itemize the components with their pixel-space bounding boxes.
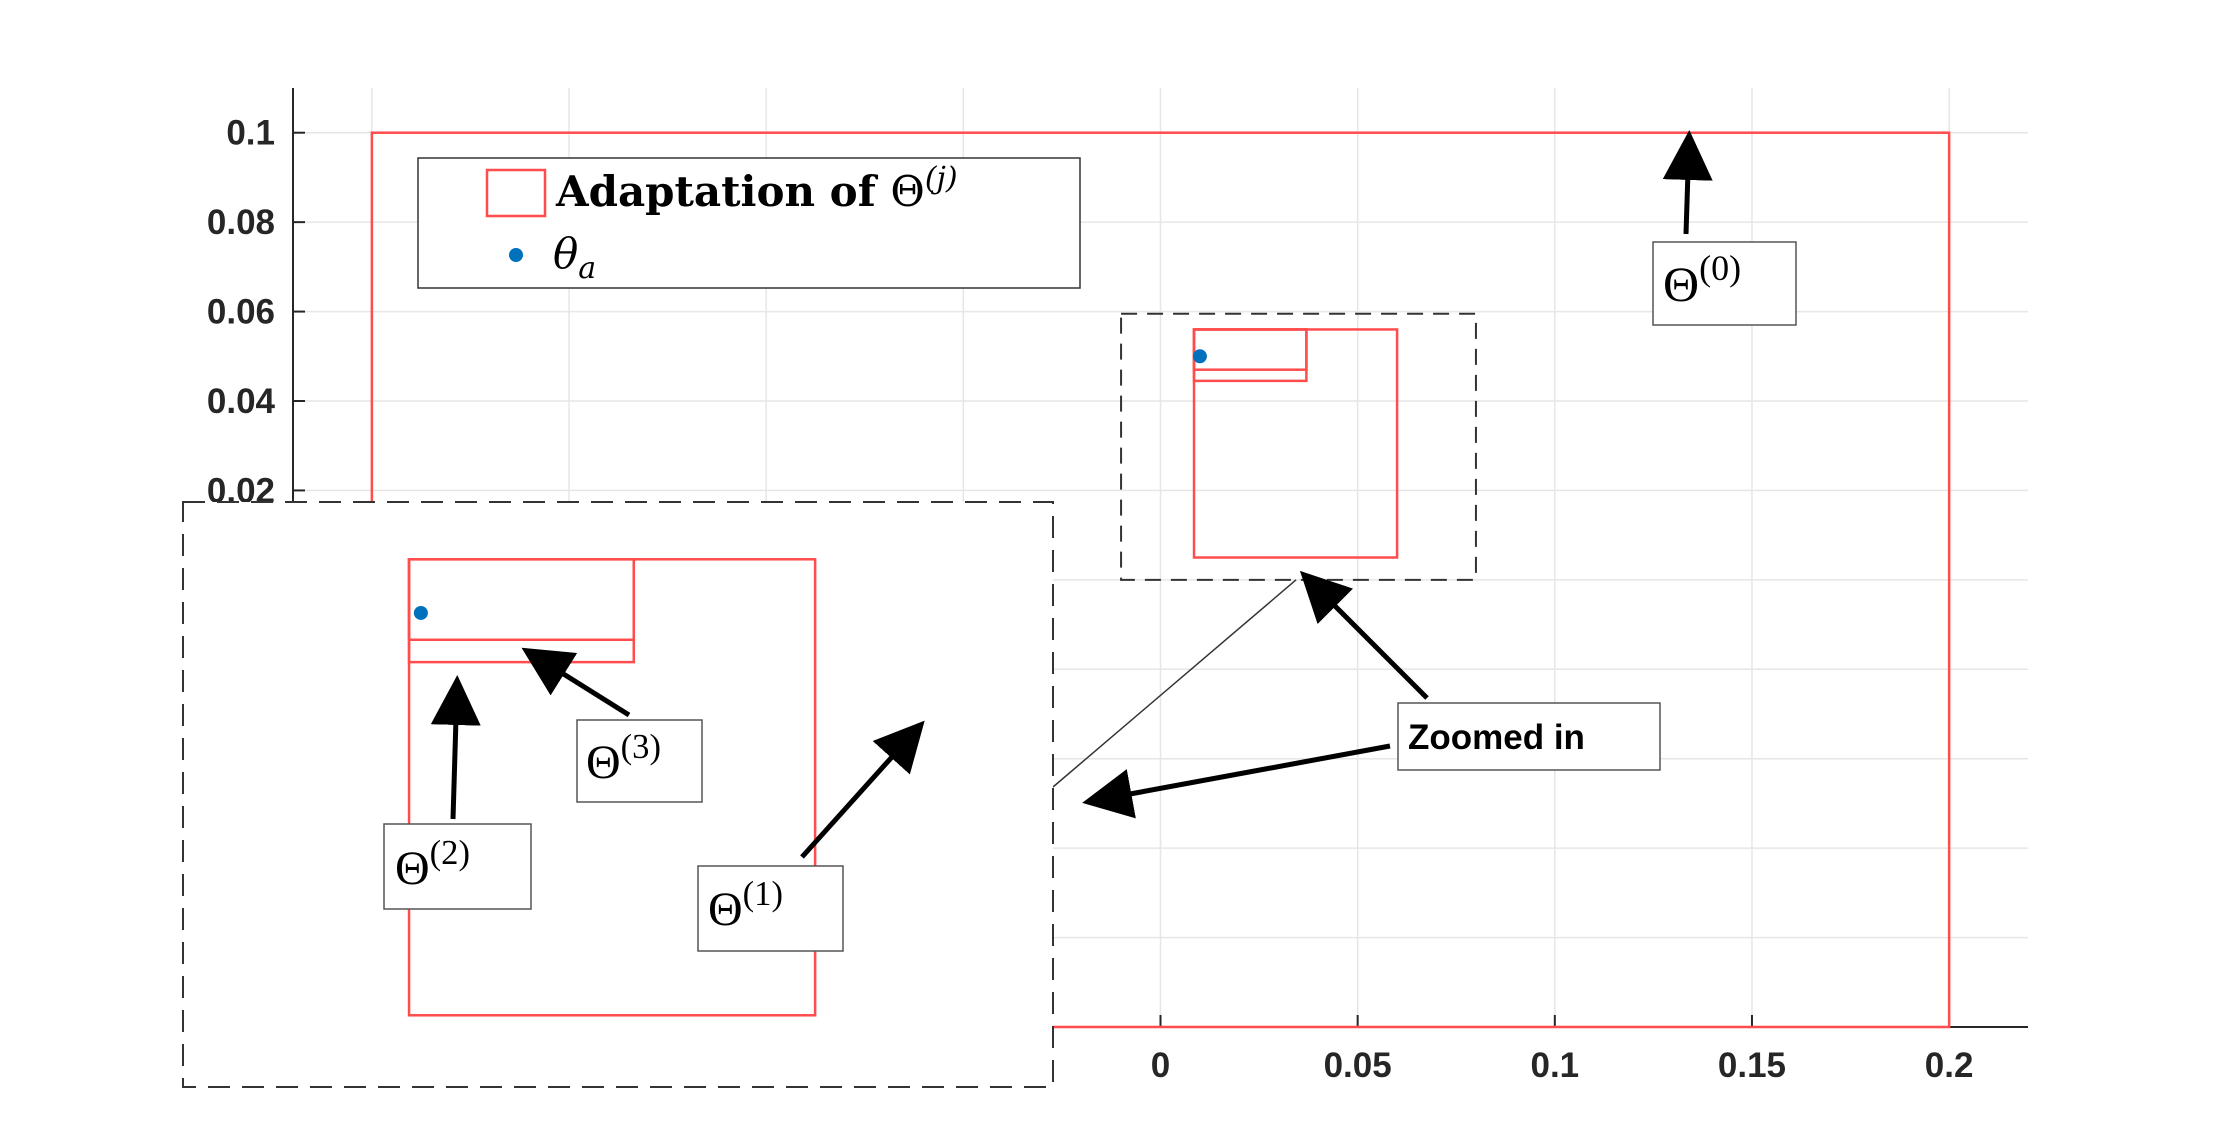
zoom-region-box — [1120, 312, 1477, 581]
theta-a-point — [1192, 349, 1207, 364]
annot-theta0-superscript: (0) — [1699, 248, 1741, 288]
annot-theta1-symbol: Θ — [708, 883, 743, 936]
annot-theta3-superscript: (3) — [621, 728, 661, 766]
inset-adaptation-rect-3 — [407, 558, 636, 642]
x-tick-label: 0.05 — [1324, 1046, 1392, 1085]
annot-theta3: Θ(3) — [586, 728, 661, 789]
annot-theta2: Θ(2) — [395, 834, 470, 895]
annot-box-theta3 — [576, 719, 703, 803]
inset-theta-a-point — [413, 605, 428, 620]
annot-box-zoomed-in — [1397, 702, 1661, 771]
legend-rect-swatch — [485, 168, 547, 218]
legend-adaptation-text: Adaptation of — [555, 167, 890, 216]
adaptation-rect-2 — [1192, 328, 1308, 383]
annot-box-theta1 — [697, 865, 844, 952]
legend-theta-symbol: θ — [553, 229, 578, 278]
legend-adaptation-symbol: Θ — [890, 167, 924, 216]
inset-border — [182, 501, 1054, 1088]
annot-zoomed-in-label: Zoomed in — [1408, 718, 1585, 757]
annot-arrow-theta3 — [521, 647, 631, 718]
y-tick-label: 0.04 — [207, 382, 276, 421]
annot-theta2-superscript: (2) — [430, 834, 470, 872]
annot-arrow-theta0 — [1662, 130, 1713, 235]
annot-theta1-superscript: (1) — [743, 875, 783, 913]
annot-arrow-inset — [1082, 743, 1391, 819]
annot-theta1: Θ(1) — [708, 875, 783, 936]
annot-theta2-symbol: Θ — [395, 842, 430, 895]
adaptation-rect-3 — [1192, 328, 1308, 371]
annot-box-theta2 — [383, 823, 532, 910]
legend-box — [417, 157, 1081, 289]
legend-point-swatch — [509, 248, 523, 262]
legend-label-adaptation: Adaptation of Θ(j) — [555, 161, 958, 216]
x-tick-label: 0.1 — [1530, 1046, 1579, 1085]
annotations: Θ(0)Zoomed inΘ(3)Θ(2)Θ(1) — [383, 130, 1797, 952]
x-tick-label: 0.15 — [1718, 1046, 1786, 1085]
x-tick-label: 0 — [1151, 1046, 1170, 1085]
legend-label-theta: θa — [553, 229, 596, 286]
legend: Adaptation of Θ(j) θa — [417, 157, 1081, 289]
y-tick-label: 0.06 — [207, 293, 275, 332]
annot-theta0-symbol: Θ — [1663, 256, 1699, 312]
annot-arrow-theta2 — [430, 675, 481, 820]
annot-box-theta0 — [1652, 241, 1797, 326]
y-tick-label: 0.1 — [226, 114, 275, 153]
y-tick-label: 0.08 — [207, 203, 275, 242]
annot-theta0: Θ(0) — [1663, 248, 1741, 312]
annot-arrow-zoom-region — [1299, 570, 1429, 700]
legend-adaptation-superscript: (j) — [925, 161, 958, 196]
data-points — [1192, 349, 1207, 364]
adaptation-rect-1 — [1192, 328, 1399, 559]
legend-theta-subscript: a — [578, 251, 596, 286]
zoom-indicator — [1052, 312, 1477, 788]
x-tick-label: 0.2 — [1925, 1046, 1974, 1085]
zoom-connector-line — [1052, 579, 1297, 788]
annot-theta3-symbol: Θ — [586, 736, 621, 789]
annot-arrow-theta1 — [800, 720, 925, 859]
